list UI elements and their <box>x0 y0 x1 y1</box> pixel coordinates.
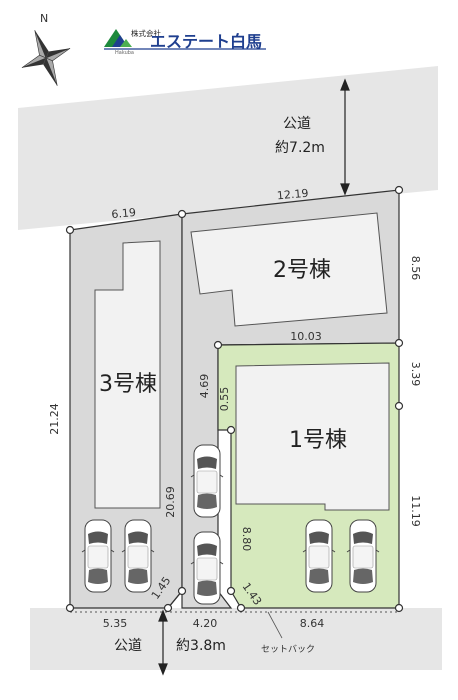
dim-10-03: 10.03 <box>290 330 322 343</box>
compass-icon <box>21 30 71 86</box>
dim-6-19: 6.19 <box>111 206 137 221</box>
car-lot1-b <box>346 519 380 593</box>
company-sub: Hakuba <box>115 50 134 56</box>
south-road-width: 約3.8m <box>176 638 226 654</box>
setback-label: セットバック <box>261 644 315 655</box>
dim-20-69: 20.69 <box>164 486 177 518</box>
corner-markers <box>65 185 404 613</box>
building-2-label: 2号棟 <box>273 258 331 283</box>
dim-4-69: 4.69 <box>198 374 211 399</box>
dim-8-64: 8.64 <box>300 617 325 630</box>
dim-12-19: 12.19 <box>276 187 309 203</box>
car-lot2-a <box>190 444 224 518</box>
road-width-arrows <box>158 78 350 676</box>
building-1-label: 1号棟 <box>289 428 347 453</box>
dim-8-80: 8.80 <box>240 527 253 552</box>
dim-8-56: 8.56 <box>409 256 422 281</box>
car-lot1-a <box>302 519 336 593</box>
south-road <box>30 608 442 670</box>
building-1 <box>235 362 390 511</box>
dim-11-19: 11.19 <box>409 495 422 527</box>
dim-0-55: 0.55 <box>218 387 231 412</box>
company-prefix: 株式会社 <box>131 28 161 38</box>
north-road <box>18 66 438 230</box>
south-road-label: 公道 <box>114 638 142 654</box>
company-name: エステート白馬 <box>150 32 262 51</box>
building-3-label: 3号棟 <box>99 372 157 397</box>
logo-mark-icon <box>104 29 132 47</box>
car-lot2-b <box>190 531 224 605</box>
dim-5-35: 5.35 <box>103 617 128 630</box>
north-road-width: 約7.2m <box>275 140 325 156</box>
compass-letter: N <box>40 12 48 25</box>
dim-4-20: 4.20 <box>193 617 218 630</box>
building-2 <box>190 212 388 327</box>
car-lot3-b <box>121 519 155 593</box>
dim-3-39: 3.39 <box>409 362 422 387</box>
car-lot3-a <box>81 519 115 593</box>
setback-leader <box>267 611 283 639</box>
dim-21-24: 21.24 <box>48 403 61 435</box>
north-road-label: 公道 <box>283 116 311 132</box>
building-3 <box>94 240 161 509</box>
